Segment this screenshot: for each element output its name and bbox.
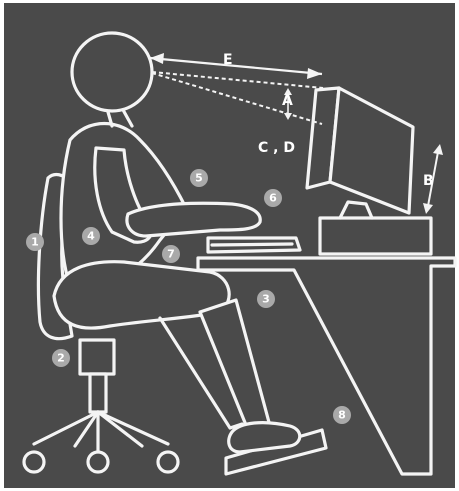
lower-leg-front [200,300,270,430]
svg-text:5: 5 [195,172,203,185]
label-c-d: C , D [258,140,295,156]
badge-1: 1 [26,233,44,251]
chair-base [24,340,178,472]
foot [229,423,300,452]
badge-6: 6 [264,189,282,207]
badge-7: 7 [162,245,180,263]
svg-text:1: 1 [31,236,39,249]
svg-text:3: 3 [262,293,270,306]
label-b: B [423,173,434,189]
keyboard [208,238,300,252]
svg-text:7: 7 [167,248,175,261]
label-e: E [223,52,233,68]
svg-text:8: 8 [338,409,346,422]
badge-8: 8 [333,406,351,424]
badge-3: 3 [257,290,275,308]
badge-2: 2 [52,349,70,367]
svg-text:6: 6 [269,192,277,205]
monitor [307,88,413,213]
monitor-base [320,202,431,254]
svg-text:4: 4 [87,230,95,243]
head [72,33,152,111]
label-a: A [282,93,293,109]
svg-text:2: 2 [57,352,65,365]
badge-4: 4 [82,227,100,245]
badge-5: 5 [190,169,208,187]
